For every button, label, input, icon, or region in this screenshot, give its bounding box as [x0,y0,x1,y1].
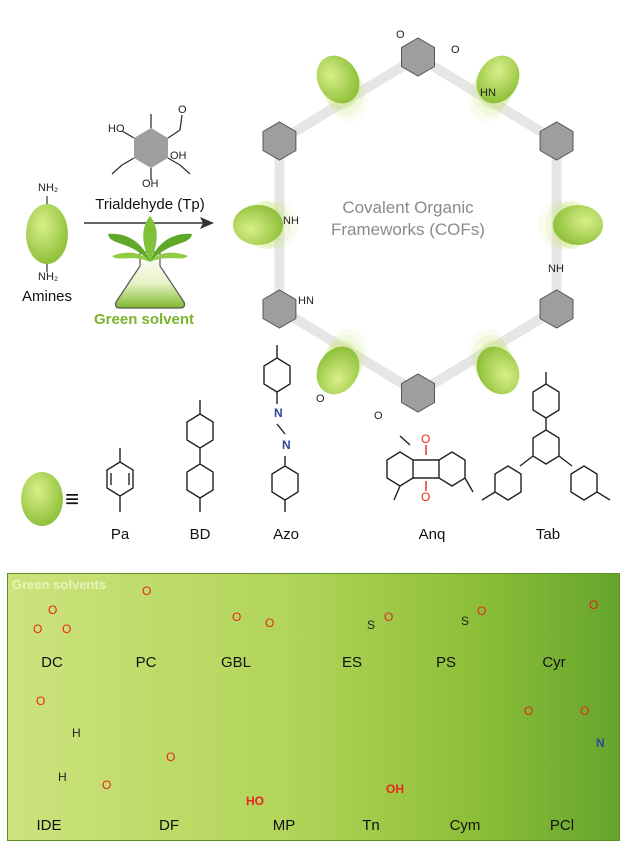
cof-hn-label-2: HN [298,295,314,307]
amines-label: Amines [21,288,73,305]
dc-o-left: O [33,622,43,636]
anq-o-top: O [421,432,431,446]
green-solvents-panel [7,573,620,841]
cof-o-label-1: O [396,29,405,41]
tp-oh-bottom: OH [142,178,159,190]
ps-o: O [477,604,487,618]
anq-o-bottom: O [421,490,431,504]
dc-o-right: O [62,622,72,636]
cof-linker-ball [316,346,360,395]
azo-n-upper: N [274,406,283,420]
azo-n-lower: N [282,438,291,452]
cof-nh-label-2: NH [548,263,564,275]
cof-hexagon-node [262,289,297,329]
mp-ho: HO [246,794,264,808]
es-o: O [384,610,394,624]
tp-o-top: O [178,104,187,116]
cof-nh-label-1: NH [283,215,299,227]
cof-linker-ball [476,346,520,395]
solvent-df-label: DF [159,817,179,834]
solvent-cyr-label: Cyr [542,654,566,671]
pcl-o-2: O [580,704,590,718]
ide-h-bottom: H [58,770,67,784]
cof-title-line1: Covalent Organic [342,198,474,217]
cof-o-label-3: O [316,393,325,405]
cof-hexagon-node [539,289,574,329]
solvent-mp-label: MP [272,817,296,834]
ide-o-bottom: O [102,778,112,792]
equivalence-sign: ≡ [64,486,79,513]
pcl-n: N [596,736,605,750]
cyr-o-carbonyl: O [589,598,599,612]
linker-tab-structure [481,372,611,501]
cof-ring [233,37,603,413]
amine-monomer [26,196,68,272]
solvent-pcl-label: PCl [549,817,575,834]
solvent-tn-label: Tn [362,817,380,834]
cof-linker-ball [476,55,520,104]
tp-oh-left: HO [108,123,125,135]
linker-bd-label: BD [189,526,211,543]
solvent-ps-label: PS [435,654,456,671]
cof-linker-ball [233,205,283,245]
linker-tab-label: Tab [535,526,561,543]
pcl-o-1: O [524,704,534,718]
ide-h-top: H [72,726,81,740]
cof-linker-ball [553,205,603,245]
gbl-o-carbonyl: O [265,616,275,630]
green-solvents-title: Green solvents [12,577,106,592]
solvent-dc-label: DC [41,654,63,671]
cof-title: Covalent Organic Frameworks (COFs) [318,197,498,241]
solvent-cym-label: Cym [449,817,481,834]
ps-s: S [461,614,470,628]
trialdehyde-molecule [111,114,191,180]
cof-o-label-2: O [451,44,460,56]
amine-nh2-top: NH₂ [38,182,59,194]
legend-green-ellipse [21,472,63,526]
cof-hexagon-node [401,37,435,77]
green-solvent-flask [108,216,192,309]
cof-linker-ball [316,55,360,104]
linker-pa-label: Pa [110,526,130,543]
solvent-pc-label: PC [135,654,157,671]
tp-oh-right: OH [170,150,187,162]
linker-legend [21,345,611,526]
linker-bd-structure [186,400,214,512]
linker-pa-structure [106,448,134,512]
ide-o-top: O [36,694,46,708]
cof-title-line2: Frameworks (COFs) [331,220,485,239]
green-solvent-label: Green solvent [94,311,195,328]
solvent-gbl-label: GBL [220,654,251,671]
dc-o-carbonyl: O [48,603,58,617]
es-s: S [367,618,376,632]
amine-nh2-bottom: NH₂ [38,271,59,283]
trialdehyde-label: Trialdehyde (Tp) [95,196,205,213]
tn-oh: OH [386,782,404,796]
solvent-ide-label: IDE [36,817,62,834]
linker-anq-label: Anq [418,526,446,543]
gbl-o-ring: O [232,610,242,624]
pc-o-top: O [142,584,152,598]
linker-azo-structure [263,345,299,512]
linker-anq-structure [386,435,474,501]
solvent-es-label: ES [341,654,362,671]
cof-hexagon-node [401,373,435,413]
linker-azo-label: Azo [273,526,299,543]
cof-hexagon-node [539,121,574,161]
reaction-arrow [84,217,214,229]
cof-hexagon-node [262,121,297,161]
cof-hn-label-1: HN [480,87,496,99]
df-o: O [166,750,176,764]
cof-o-label-4: O [374,410,383,422]
